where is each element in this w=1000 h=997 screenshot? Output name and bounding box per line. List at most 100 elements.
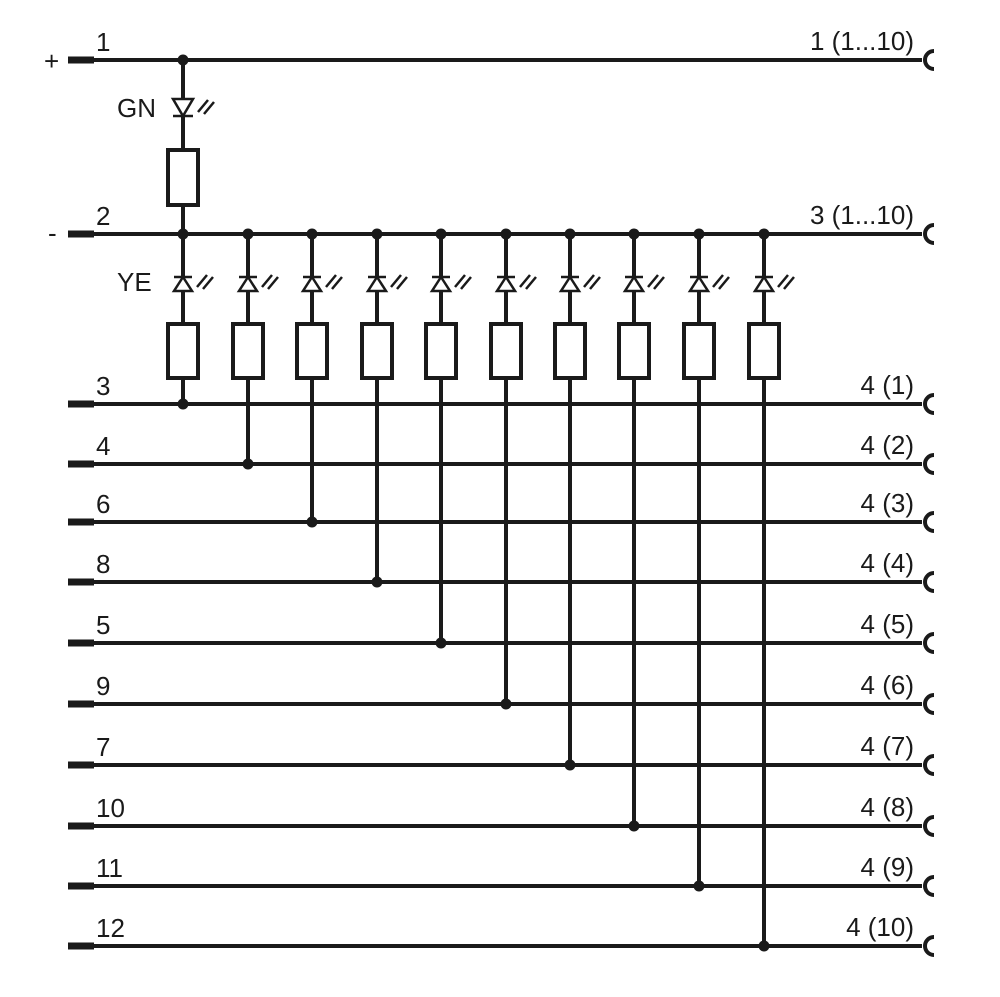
junction-dot bbox=[177, 228, 189, 240]
junction-dot bbox=[693, 228, 705, 240]
socket-connector-icon bbox=[923, 453, 935, 475]
junction-dot bbox=[758, 940, 770, 952]
light-emission-icon bbox=[583, 274, 601, 290]
ye-led-icon bbox=[171, 274, 195, 293]
gn-resistor bbox=[166, 148, 200, 207]
channel-1 bbox=[166, 234, 214, 404]
socket-connector-icon bbox=[923, 571, 935, 593]
channel-resistor bbox=[360, 322, 394, 380]
junction-dot bbox=[242, 228, 254, 240]
ye-led-icon bbox=[687, 274, 711, 293]
channel-4 bbox=[360, 234, 408, 582]
output-label-9: 4 (7) bbox=[861, 731, 914, 761]
socket-connector-icon bbox=[923, 693, 935, 715]
socket-connector-icon bbox=[923, 754, 935, 776]
junction-dot bbox=[435, 637, 447, 649]
output-label-5: 4 (3) bbox=[861, 488, 914, 518]
socket-connector-icon bbox=[923, 935, 935, 957]
output-label-10: 4 (8) bbox=[861, 792, 914, 822]
socket-connector-icon bbox=[923, 511, 935, 533]
pin-label-4: 4 bbox=[96, 431, 110, 461]
ye-led-icon bbox=[752, 274, 776, 293]
light-emission-icon bbox=[325, 274, 343, 290]
junction-dot bbox=[693, 880, 705, 892]
ye-led-label: YE bbox=[117, 267, 152, 297]
ye-led-icon bbox=[365, 274, 389, 293]
channel-resistor bbox=[617, 322, 651, 380]
channel-resistor bbox=[747, 322, 781, 380]
ye-led-icon bbox=[236, 274, 260, 293]
ye-led-icon bbox=[622, 274, 646, 293]
junction-dot bbox=[500, 698, 512, 710]
channel-resistor bbox=[489, 322, 523, 380]
light-emission-icon bbox=[519, 274, 537, 290]
plus-sign: + bbox=[44, 46, 59, 76]
light-emission-icon bbox=[197, 99, 215, 115]
junction-dot bbox=[435, 228, 447, 240]
socket-connector-icon bbox=[923, 815, 935, 837]
ye-led-icon bbox=[429, 274, 453, 293]
light-emission-icon bbox=[454, 274, 472, 290]
junction-dot bbox=[564, 228, 576, 240]
channel-10 bbox=[747, 234, 795, 946]
output-label-7: 4 (5) bbox=[861, 609, 914, 639]
socket-connector-icon bbox=[923, 49, 935, 71]
channel-resistor bbox=[553, 322, 587, 380]
output-label-6: 4 (4) bbox=[861, 548, 914, 578]
output-label-11: 4 (9) bbox=[861, 852, 914, 882]
light-emission-icon bbox=[712, 274, 730, 290]
ye-led-icon bbox=[300, 274, 324, 293]
ye-led-icon bbox=[494, 274, 518, 293]
ye-led-icon bbox=[558, 274, 582, 293]
light-emission-icon bbox=[261, 274, 279, 290]
socket-connector-icon bbox=[923, 393, 935, 415]
socket-connector-icon bbox=[923, 875, 935, 897]
light-emission-icon bbox=[390, 274, 408, 290]
junction-dot bbox=[177, 398, 189, 410]
channel-resistor bbox=[295, 322, 329, 380]
pin-label-12: 12 bbox=[96, 913, 125, 943]
gn-led-label: GN bbox=[117, 93, 156, 123]
pin-label-10: 10 bbox=[96, 793, 125, 823]
pin-label-11: 11 bbox=[96, 853, 123, 883]
light-emission-icon bbox=[647, 274, 665, 290]
channel-6 bbox=[489, 234, 537, 704]
socket-connector-icon bbox=[923, 223, 935, 245]
socket-connector-icon bbox=[923, 632, 935, 654]
output-label-12: 4 (10) bbox=[846, 912, 914, 942]
pin-label-8: 8 bbox=[96, 549, 110, 579]
junction-dot bbox=[628, 228, 640, 240]
pin-label-9: 9 bbox=[96, 671, 110, 701]
light-emission-icon bbox=[196, 274, 214, 290]
channel-3 bbox=[295, 234, 343, 522]
channel-2 bbox=[231, 234, 279, 464]
minus-sign: - bbox=[48, 218, 57, 248]
channel-5 bbox=[424, 234, 472, 643]
output-label-3: 4 (1) bbox=[861, 370, 914, 400]
channel-9 bbox=[682, 234, 730, 886]
channel-resistor bbox=[424, 322, 458, 380]
pin-label-3: 3 bbox=[96, 371, 110, 401]
output-label-8: 4 (6) bbox=[861, 670, 914, 700]
pin-label-1: 1 bbox=[96, 27, 110, 57]
output-label-1: 1 (1...10) bbox=[810, 26, 914, 56]
gn-led-icon bbox=[170, 97, 196, 119]
channel-resistor bbox=[231, 322, 265, 380]
junction-dot bbox=[177, 54, 189, 66]
junction-dot bbox=[564, 759, 576, 771]
channel-resistor bbox=[682, 322, 716, 380]
junction-dot bbox=[371, 228, 383, 240]
output-label-2: 3 (1...10) bbox=[810, 200, 914, 230]
pin-label-2: 2 bbox=[96, 201, 110, 231]
junction-dot bbox=[500, 228, 512, 240]
light-emission-icon bbox=[777, 274, 795, 290]
channel-8 bbox=[617, 234, 665, 826]
output-label-4: 4 (2) bbox=[861, 430, 914, 460]
junction-dot bbox=[758, 228, 770, 240]
junction-dot bbox=[242, 458, 254, 470]
channel-resistor bbox=[166, 322, 200, 380]
junction-dot bbox=[306, 516, 318, 528]
pin-label-5: 5 bbox=[96, 610, 110, 640]
junction-dot bbox=[371, 576, 383, 588]
